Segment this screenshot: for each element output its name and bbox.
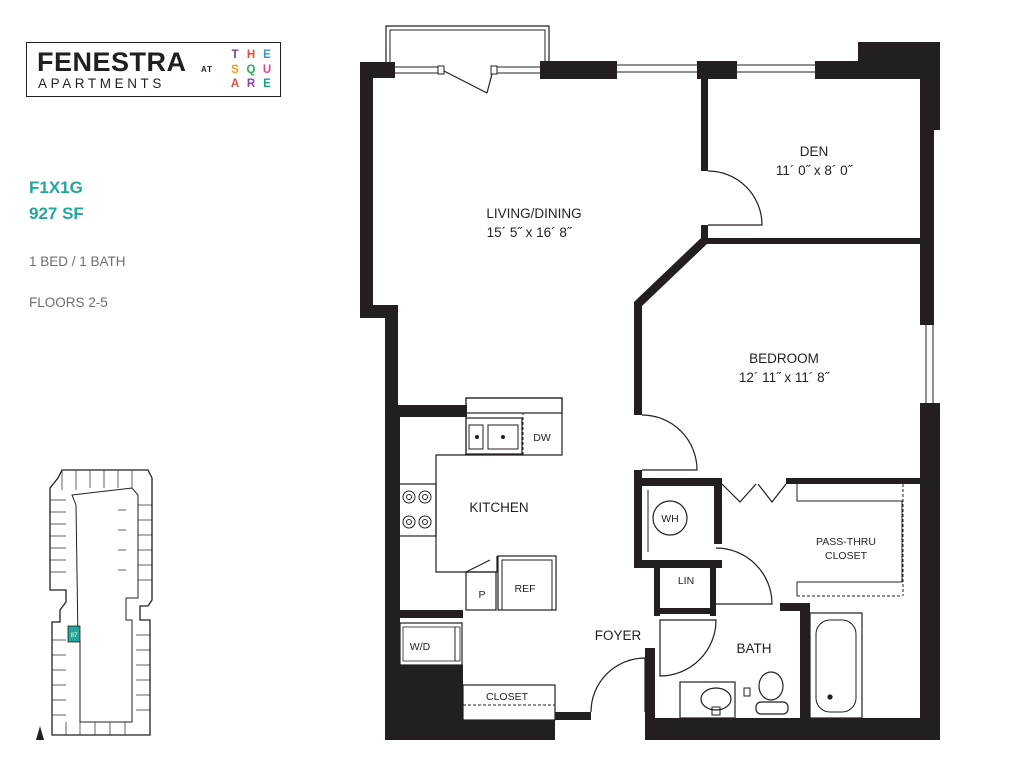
key-plan-unit-highlight xyxy=(67,625,81,643)
bath-fixtures xyxy=(679,612,863,719)
pass-thru-closet xyxy=(796,484,904,597)
pantry-label: P xyxy=(478,589,485,601)
toilet xyxy=(758,671,784,701)
bathtub xyxy=(809,612,863,719)
range-stove xyxy=(397,483,437,537)
logo-letter-0: T xyxy=(231,49,239,61)
bedroom-dimensions: 12´ 11˝ x 11´ 8˝ xyxy=(739,370,831,385)
logo-letter-4: Q xyxy=(246,63,256,76)
pass-thru-label: PASS-THRU xyxy=(816,536,876,548)
logo-letter-7: R xyxy=(246,78,256,91)
vanity xyxy=(679,681,736,719)
logo-letter-3: S xyxy=(231,63,239,76)
wh-label: WH xyxy=(661,513,679,525)
logo-letter-6: A xyxy=(230,78,240,91)
laundry-closet xyxy=(399,622,556,721)
plan-floors: FLOORS 2-5 xyxy=(29,295,108,310)
pantry xyxy=(465,571,497,611)
north-arrow-icon xyxy=(36,726,44,740)
key-plan: 87 xyxy=(36,469,153,740)
den-dimensions: 11´ 0˝ x 8´ 0˝ xyxy=(776,163,854,178)
windows xyxy=(385,25,934,403)
living-dining-label: LIVING/DINING xyxy=(486,206,581,221)
logo-letter-1: H xyxy=(246,49,256,61)
door-swings xyxy=(590,170,787,713)
kitchen-fixtures xyxy=(397,397,563,611)
walls xyxy=(360,42,940,740)
lin-label: LIN xyxy=(678,575,694,587)
plan-area: 927 SF xyxy=(29,204,84,223)
water-heater xyxy=(647,490,688,552)
logo-at: AT xyxy=(201,65,214,74)
key-plan-unit-number: 87 xyxy=(71,633,78,639)
kitchen-sink xyxy=(465,417,523,455)
bath-label: BATH xyxy=(736,641,771,656)
logo-subtitle: APARTMENTS xyxy=(38,76,166,91)
kitchen-label: KITCHEN xyxy=(469,500,528,515)
bedroom-label: BEDROOM xyxy=(749,351,819,366)
logo-letter-8: E xyxy=(263,78,271,91)
foyer-label: FOYER xyxy=(595,628,642,643)
logo-name: FENESTRA xyxy=(37,47,187,77)
ref-label: REF xyxy=(515,583,536,595)
logo-letter-2: E xyxy=(263,49,271,61)
dw-label: DW xyxy=(533,432,551,444)
den-label: DEN xyxy=(800,144,829,159)
dishwasher xyxy=(522,412,563,456)
pass-thru-closet-label: CLOSET xyxy=(825,550,868,562)
plan-name: F1X1G xyxy=(29,178,83,197)
logo-letter-5: U xyxy=(262,63,272,76)
plan-bed-bath: 1 BED / 1 BATH xyxy=(29,254,126,269)
closet-label: CLOSET xyxy=(486,691,529,703)
living-dining-dimensions: 15´ 5˝ x 16´ 8˝ xyxy=(487,225,573,240)
wd-label: W/D xyxy=(410,641,431,653)
